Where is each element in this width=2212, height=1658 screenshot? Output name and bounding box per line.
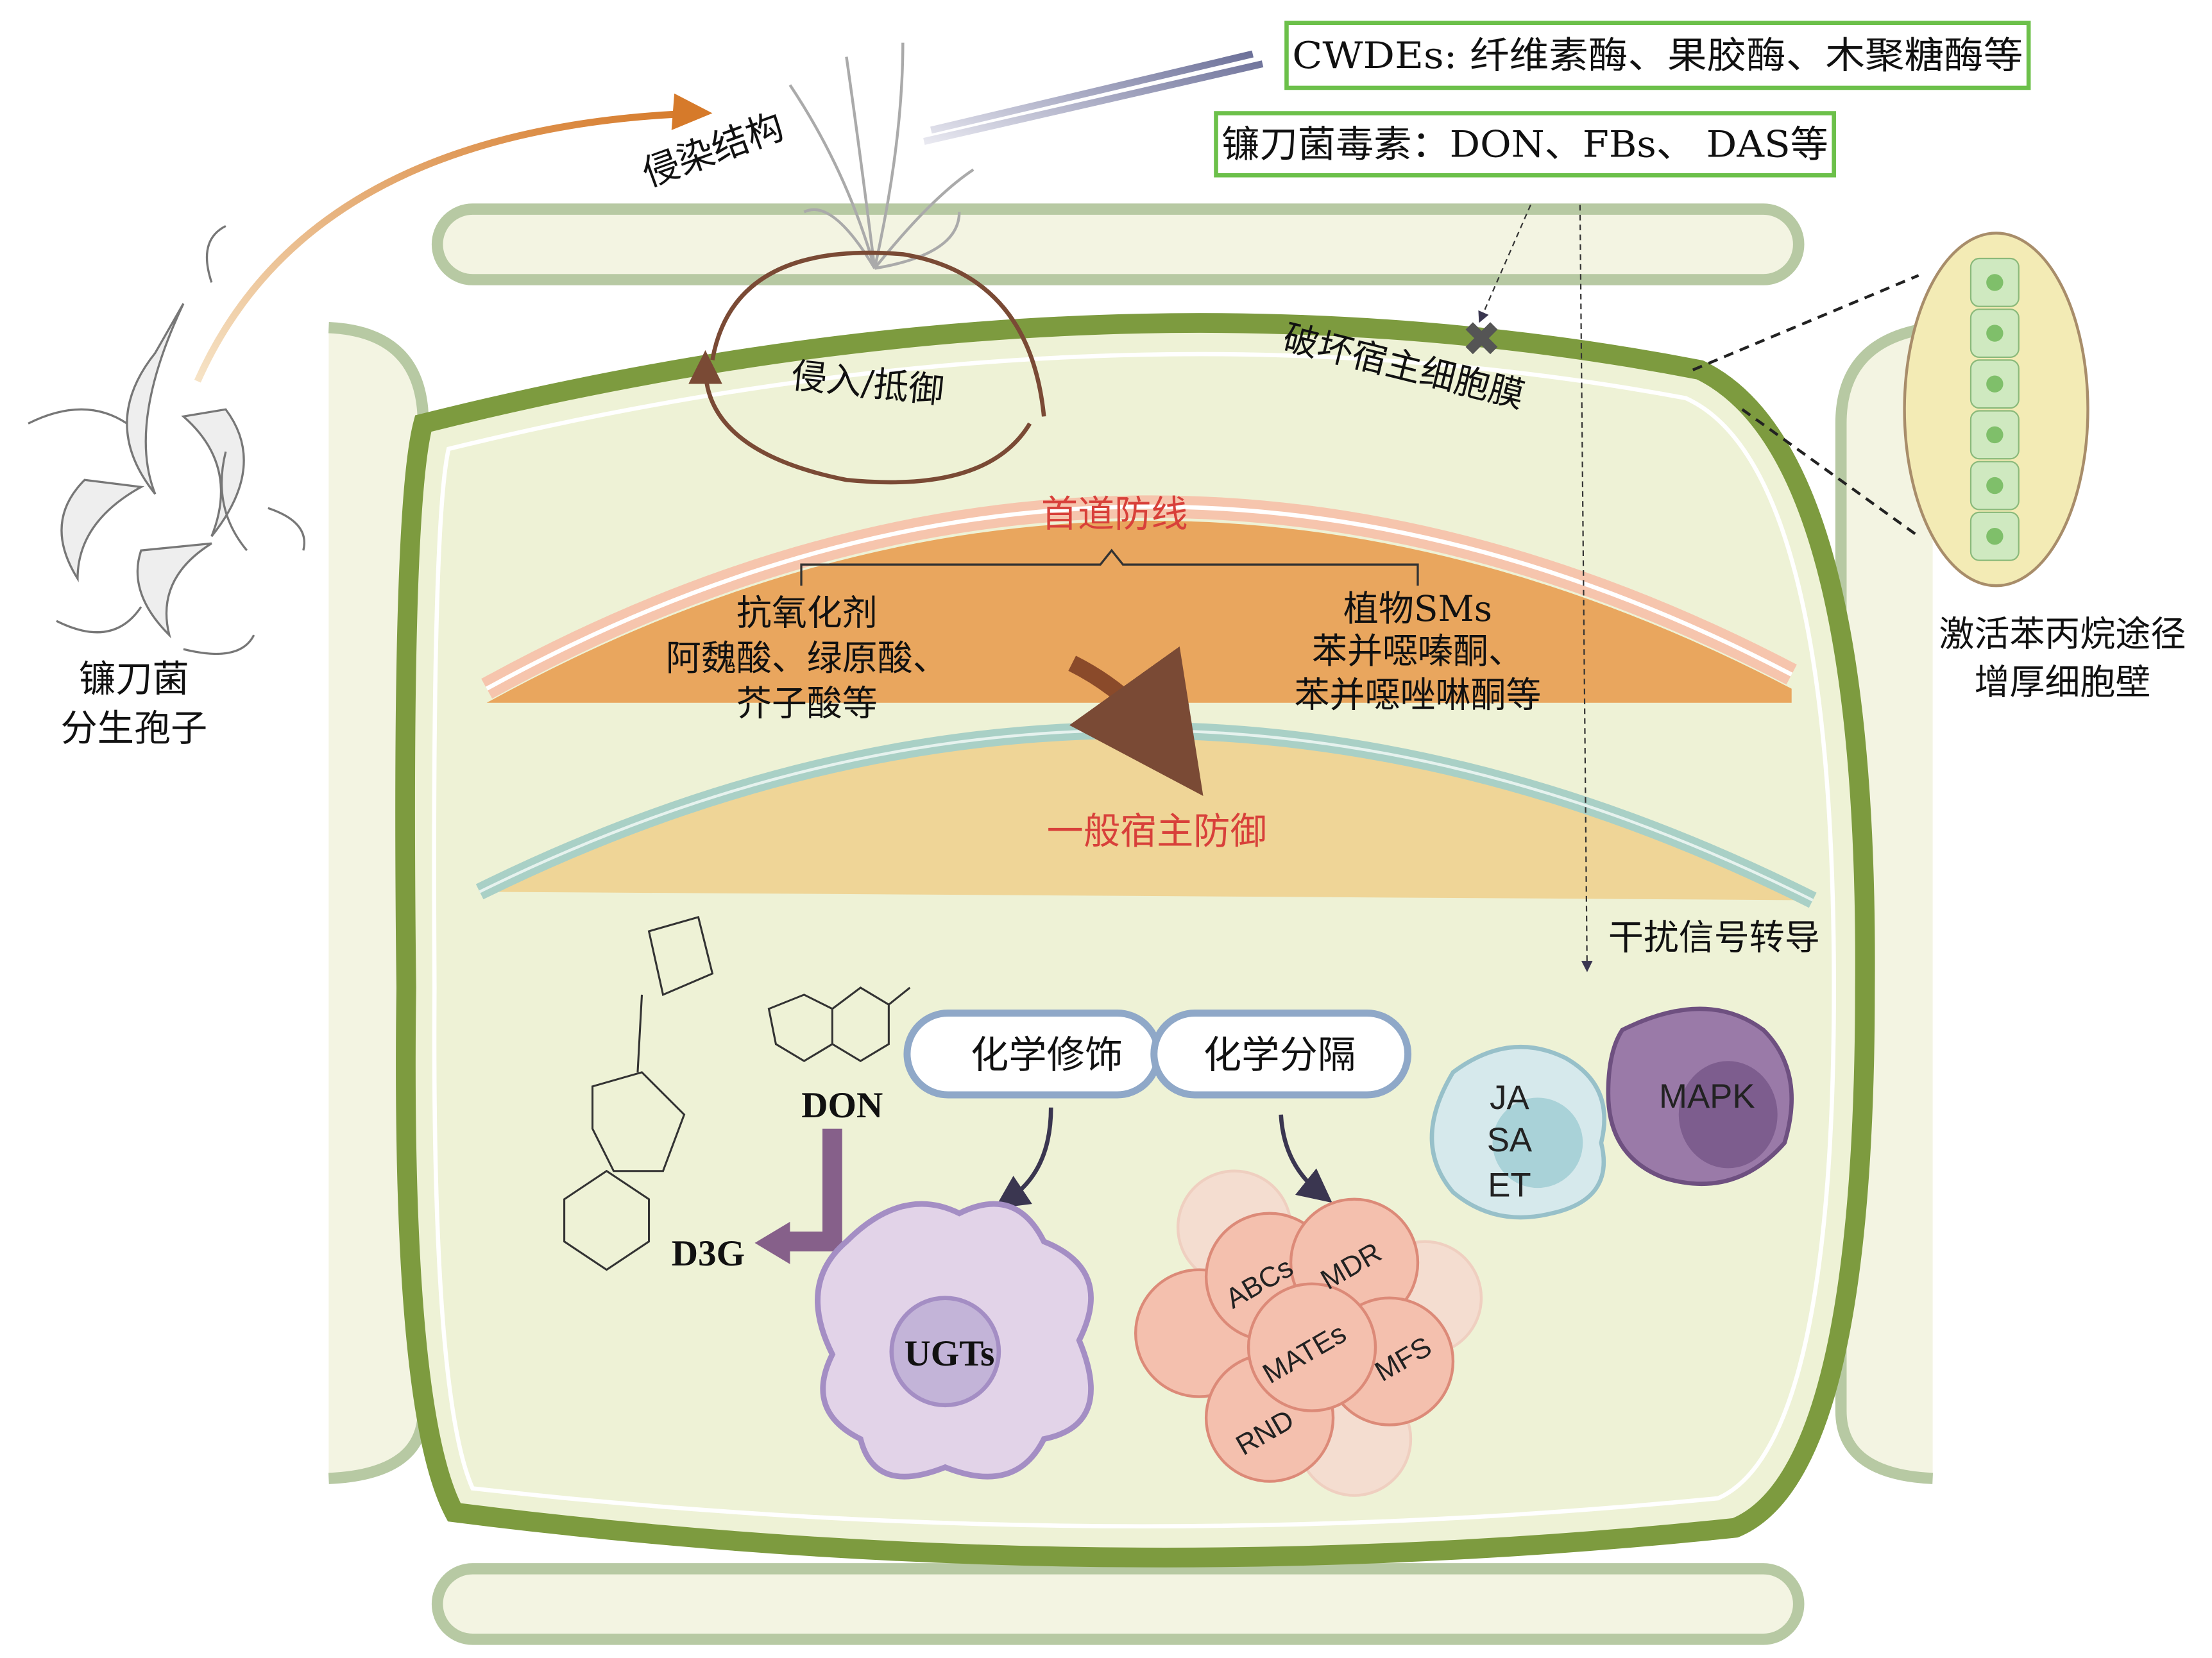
first-defense-label: 首道防线 [1041,493,1188,536]
signal-interference-label: 干扰信号转导 [1608,917,1820,958]
chemical-structures [563,916,911,1271]
toxin-box [1214,111,1836,178]
chemical-modification-label: 化学修饰 [971,1033,1123,1078]
chemical-compartment-label: 化学分隔 [1204,1033,1356,1078]
general-defense-label: 一般宿主防御 [1047,811,1267,853]
toxin-to-signal-arrow [1579,205,1593,972]
mapk-label: MAPK [1659,1078,1755,1115]
zoom-dashed-lines [1692,274,1919,537]
chemical-compartment-capsule [1150,1009,1412,1099]
antioxidant-label-1: 抗氧化剂 [736,593,878,634]
plant-sms-label-3: 苯并噁唑啉酮等 [1295,674,1542,715]
downward-arrow [1068,646,1204,796]
first-defense-zone [486,520,1792,703]
hormone-et: ET [1488,1166,1531,1204]
infection-arrow [194,110,699,383]
phenylpropanoid-label-2: 增厚细胞壁 [1974,661,2150,702]
antioxidant-label-3: 芥子酸等 [736,682,878,723]
plant-sms-label-1: 植物SMs [1343,588,1492,629]
ugts-label: UGTs [904,1333,994,1374]
don-label: DON [801,1085,883,1126]
toxin-to-membrane-arrow [1478,205,1531,323]
infection-structure-label: 侵染结构 [637,105,789,195]
antioxidant-label-2: 阿魏酸、绿原酸、 [666,638,948,679]
plant-sms-label-2: 苯并噁嗪酮、 [1312,630,1524,672]
fungal-spores [28,224,305,656]
infection-hyphae [788,42,974,270]
d3g-label: D3G [672,1233,745,1274]
fungus-label-1: 镰刀菌 [79,658,189,700]
hormone-ja: JA [1490,1079,1529,1117]
hormone-sa: SA [1487,1121,1533,1159]
toxin-label: 镰刀菌毒素：DON、FBs、 DAS等 [1221,124,1828,166]
cell-wall-thickening-inset [1903,232,2089,588]
cwdes-box [1284,21,2031,90]
cwdes-label: CWDEs: 纤维素酶、果胶酶、木聚糖酶等 [1292,35,2023,77]
enzyme-arrow [923,50,1264,145]
membrane-damage-cross-icon: ✖ [1461,312,1502,368]
invade-defend-cycle [705,250,1046,485]
brace [800,548,1419,586]
fungus-label-2: 分生孢子 [61,707,208,750]
host-cell-membrane [432,351,1836,1528]
don-to-d3g-arrow [783,1128,842,1252]
phenylpropanoid-label-1: 激活苯丙烷途径 [1939,614,2186,655]
transporter-cluster [1134,1169,1483,1497]
